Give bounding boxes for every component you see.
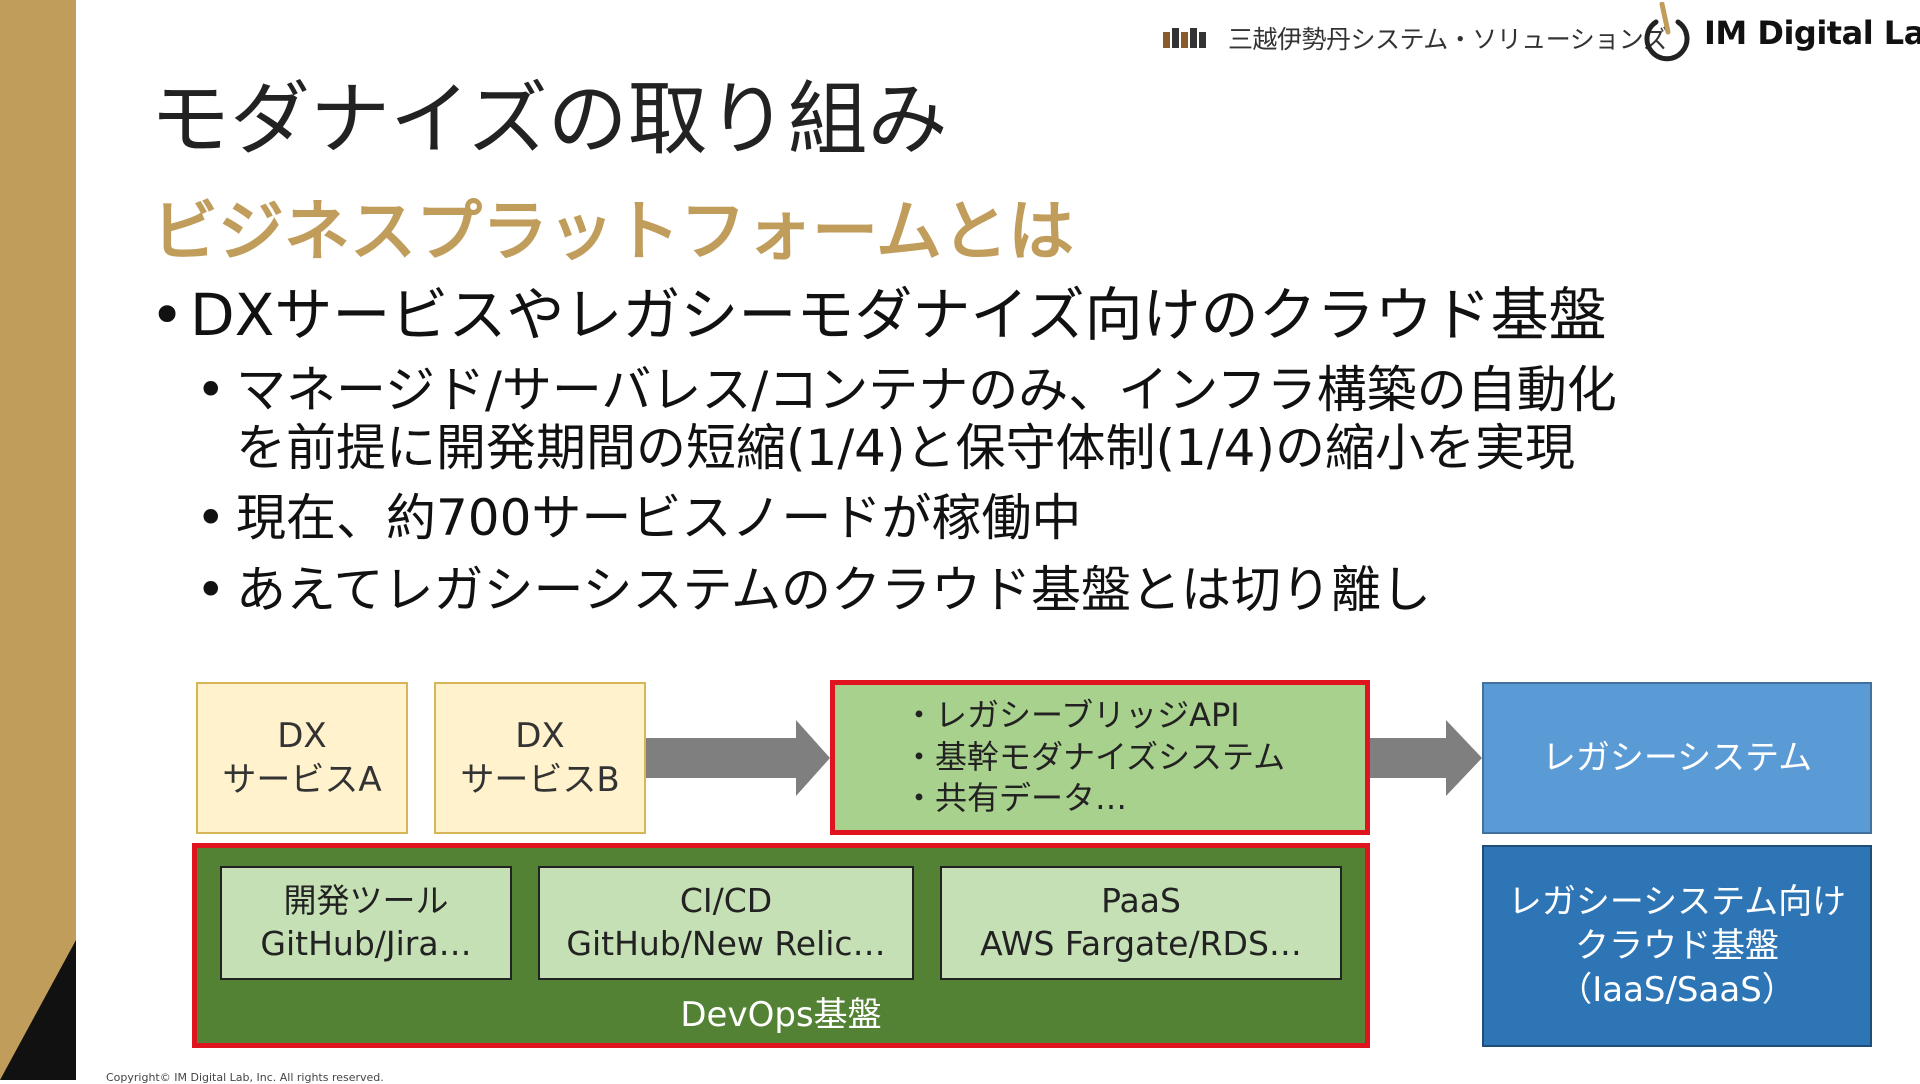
devops-label: DevOps基盤 [680,994,882,1035]
left-accent-bar [0,0,76,1080]
legacy-cloud-line2: クラウド基盤 [1575,925,1779,966]
tool-detail: GitHub/Jira… [260,924,472,963]
legacy-system-label: レガシーシステム [1541,737,1813,778]
legacy-cloud-line3: （IaaS/SaaS） [1558,970,1796,1011]
tool-detail: AWS Fargate/RDS… [980,924,1302,963]
legacy-system-box: レガシーシステム [1482,682,1872,834]
dx-service-b-line2: サービスB [460,760,620,800]
dx-service-a-line1: DX [277,715,327,756]
tool-title: 開発ツール [283,881,449,921]
sub-bullet-1-continued: を前提に開発期間の短縮(1/4)と保守体制(1/4)の縮小を実現 [236,408,1575,480]
mitsukoshi-logo-icon [1163,28,1206,48]
core-item: ・共有データ… [903,779,1128,818]
company-name: 三越伊勢丹システム・ソリューションズ [1228,25,1668,54]
main-bullet: •DXサービスやレガシーモダナイズ向けのクラウド基盤 [150,268,1607,352]
sub-bullet-2: •現在、約700サービスノードが稼働中 [196,478,1081,550]
legacy-cloud-box: レガシーシステム向け クラウド基盤 （IaaS/SaaS） [1482,845,1872,1047]
bullet-dot: • [196,489,226,547]
main-bullet-text: DXサービスやレガシーモダナイズ向けのクラウド基盤 [190,281,1607,349]
legacy-cloud-line1: レガシーシステム向け [1507,881,1847,922]
devops-tool-box: 開発ツール GitHub/Jira… [220,866,512,980]
bullet-dot: • [196,561,226,619]
dx-service-a-line2: サービスA [222,760,382,800]
sub-bullet-text: あえてレガシーシステムのクラウド基盤とは切り離し [236,561,1431,619]
dx-service-b-line1: DX [515,715,565,756]
bullet-dot: • [196,361,226,419]
dx-service-b-box: DX サービスB [434,682,646,834]
paas-tool-box: PaaS AWS Fargate/RDS… [940,866,1342,980]
bullet-dot: • [150,281,185,349]
brand-name: IM Digital Lab [1704,14,1920,52]
tool-title: PaaS [1101,881,1181,921]
sub-bullet-text: マネージド/サーバレス/コンテナのみ、インフラ構築の自動化 [236,361,1617,419]
cicd-tool-box: CI/CD GitHub/New Relic… [538,866,914,980]
sub-bullet-text: 現在、約700サービスノードが稼働中 [236,489,1082,547]
left-corner-triangle [0,940,76,1080]
power-logo-icon [1644,2,1690,62]
arrow-right-icon [1370,720,1482,796]
core-item: ・レガシーブリッジAPI [903,696,1240,735]
tool-title: CI/CD [679,881,773,921]
modernize-core-box: ・レガシーブリッジAPI ・基幹モダナイズシステム ・共有データ… [830,680,1370,835]
slide-title: モダナイズの取り組み [150,73,948,166]
sub-bullet-1: •マネージド/サーバレス/コンテナのみ、インフラ構築の自動化 [196,350,1617,422]
copyright-footer: Copyright© IM Digital Lab, Inc. All righ… [106,1071,384,1084]
sub-bullet-text: を前提に開発期間の短縮(1/4)と保守体制(1/4)の縮小を実現 [236,419,1575,477]
dx-service-a-box: DX サービスA [196,682,408,834]
tool-detail: GitHub/New Relic… [566,924,886,963]
sub-bullet-3: •あえてレガシーシステムのクラウド基盤とは切り離し [196,550,1431,622]
core-item: ・基幹モダナイズシステム [903,737,1286,776]
slide-subtitle: ビジネスプラットフォームとは [152,193,1075,270]
arrow-right-icon [646,720,830,796]
